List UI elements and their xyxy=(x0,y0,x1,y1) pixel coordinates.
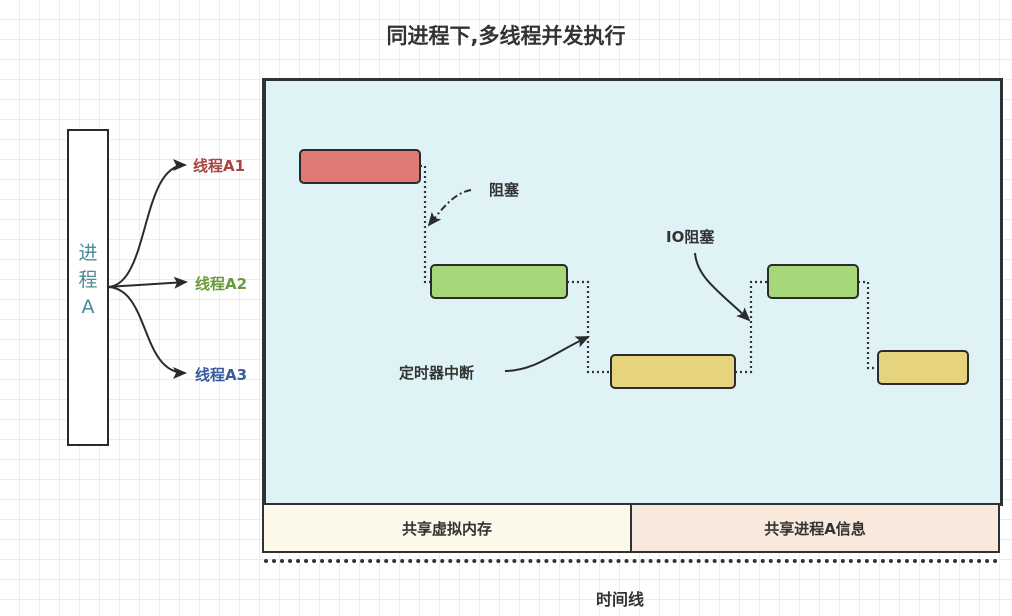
shared-resources-row: 共享虚拟内存 共享进程A信息 xyxy=(262,503,1000,553)
block-annotation: 阻塞 xyxy=(489,181,520,199)
shared-virtual-memory: 共享虚拟内存 xyxy=(264,505,632,551)
thread-label-a3: 线程A3 xyxy=(195,366,248,384)
timeline-line xyxy=(264,559,998,563)
arrow-to-thread-a1 xyxy=(106,159,187,288)
timer-interrupt-annotation: 定时器中断 xyxy=(399,364,475,382)
io-block-arrow xyxy=(694,252,751,322)
process-box: 进程A xyxy=(67,129,109,446)
shared-process-info: 共享进程A信息 xyxy=(632,505,998,551)
exec-block-a2-second xyxy=(767,264,859,299)
exec-block-a3-second xyxy=(877,350,969,385)
diagram-title: 同进程下,多线程并发执行 xyxy=(386,24,626,48)
thread-label-a1: 线程A1 xyxy=(193,157,246,175)
connector-a2-to-a3 xyxy=(567,280,611,374)
connector-a3-to-a2 xyxy=(735,280,768,374)
timeline-label: 时间线 xyxy=(595,590,644,609)
arrow-to-thread-a2 xyxy=(106,276,188,289)
connector-a1-to-a2 xyxy=(420,164,431,284)
arrow-to-thread-a3 xyxy=(106,286,187,379)
exec-block-a3-first xyxy=(610,354,736,389)
exec-block-a1 xyxy=(299,149,421,184)
block-annotation-arrow xyxy=(427,189,472,227)
exec-block-a2-first xyxy=(430,264,568,299)
timer-interrupt-arrow xyxy=(504,336,590,372)
connector-a2-to-a3-second xyxy=(858,280,878,370)
process-label: 进程A xyxy=(78,242,98,318)
io-block-annotation: IO阻塞 xyxy=(666,228,715,246)
thread-label-a2: 线程A2 xyxy=(195,275,248,293)
